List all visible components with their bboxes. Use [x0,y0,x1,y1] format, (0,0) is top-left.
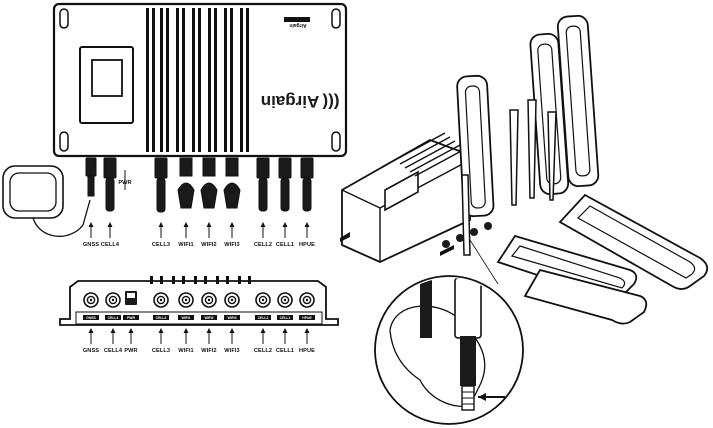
bottom-label: CELL2 [254,348,272,354]
front-port-label-gnss: GNSS [83,222,99,248]
mount-slot [59,8,69,29]
bottom-label: WIFI1 [178,348,193,354]
front-label: GNSS [83,242,99,248]
front-label: WIFI1 [178,242,193,248]
bottom-port-label-wifi2: WIFI2 [201,328,217,354]
brand-logo: Airgain [261,92,320,111]
whip-antenna [547,111,557,201]
front-label: CELL2 [254,242,272,248]
port-label: WIFI1 [181,316,190,320]
bottom-label: PWR [124,348,137,354]
gnss-puck-antenna [2,165,91,237]
bottom-port-label-cell2: CELL2 [254,328,272,354]
front-label: WIFI2 [201,242,216,248]
bottom-label: HPUE [299,348,315,354]
display-screen [91,59,123,97]
front-port-label-wifi2: WIFI2 [201,222,217,248]
front-label: CELL3 [152,242,170,248]
panel-ports: GNSS CELL4 PWR CELL3 WIFI1 WIFI2 WIFI3 CELL2 CEL… [83,291,315,320]
top-badge: Airgain [289,22,306,28]
whip-antennas [461,99,557,256]
bottom-port-label-cell4: CELL4 [104,328,123,354]
mount-slot [331,8,341,29]
front-label: HPUE [299,242,315,248]
port-label: CELL3 [156,316,167,320]
whip-antenna [509,109,519,206]
front-label: CELL1 [276,242,294,248]
folded-paddle-antenna [558,193,709,290]
bottom-label: CELL1 [276,348,294,354]
port-label: HPUE [302,316,312,320]
front-port-label-wifi3: WIFI3 [224,222,240,248]
iso-display [384,170,419,212]
panel-port-cell3: CELL3 [153,292,169,320]
bottom-port-label-cell3: CELL3 [152,328,170,354]
bottom-port-label-cell1: CELL1 [276,328,294,354]
panel-port-pwr: PWR [123,291,139,320]
bottom-port-label-hpue: HPUE [299,328,315,354]
bottom-port-label-pwr: PWR [124,328,138,354]
port-label: GNSS [86,316,96,320]
port-label: CELL2 [258,316,269,320]
paddle-antennas [456,14,709,325]
front-port-label-cell4: CELL4 [101,222,120,248]
front-label: CELL4 [101,242,120,248]
panel-port-wifi2: WIFI2 [201,292,217,320]
front-port-label-hpue: HPUE [299,222,315,248]
panel-port-cell2: CELL2 [255,292,271,320]
port-label: CELL4 [108,316,119,320]
heat-sink-fins [146,8,249,152]
bottom-port-label-wifi3: WIFI3 [224,328,240,354]
bottom-port-label-gnss: GNSS [83,328,99,354]
port-label: WIFI3 [227,316,236,320]
paddle-antenna [556,14,600,188]
front-port-label-cell1: CELL1 [276,222,294,248]
isometric-device [340,132,492,263]
panel-port-wifi3: WIFI3 [224,292,240,320]
whip-antenna [461,174,471,256]
badge-bar [284,17,310,22]
mount-slot [59,131,69,152]
port-label: CELL1 [280,316,291,320]
mount-slot [331,131,341,152]
panel-port-gnss: GNSS [83,292,99,320]
connector-panel-view [59,276,339,326]
bottom-port-label-wifi1: WIFI1 [178,328,194,354]
front-port-label-cell3: CELL3 [152,222,170,248]
bottom-label: WIFI2 [201,348,216,354]
front-connectors [85,157,314,213]
folded-paddle-antenna [523,268,648,325]
panel-port-cell1: CELL1 [277,292,293,320]
panel-port-cell4: CELL4 [105,292,121,320]
device-front-view: Airgain ((( Airgain [52,2,348,158]
front-label: WIFI3 [224,242,239,248]
detail-callout [374,239,524,425]
bottom-label: GNSS [83,348,99,354]
front-port-label-wifi1: WIFI1 [178,222,194,248]
wave-mark: ((( [322,93,339,112]
port-label: WIFI2 [204,316,213,320]
port-label: PWR [127,316,135,320]
bottom-label: CELL3 [152,348,170,354]
panel-port-wifi1: WIFI1 [178,292,194,320]
panel-port-hpue: HPUE [299,292,315,320]
front-port-label-cell2: CELL2 [254,222,272,248]
whip-antenna [527,99,537,199]
bottom-label: WIFI3 [224,348,239,354]
bottom-label: CELL4 [104,348,123,354]
